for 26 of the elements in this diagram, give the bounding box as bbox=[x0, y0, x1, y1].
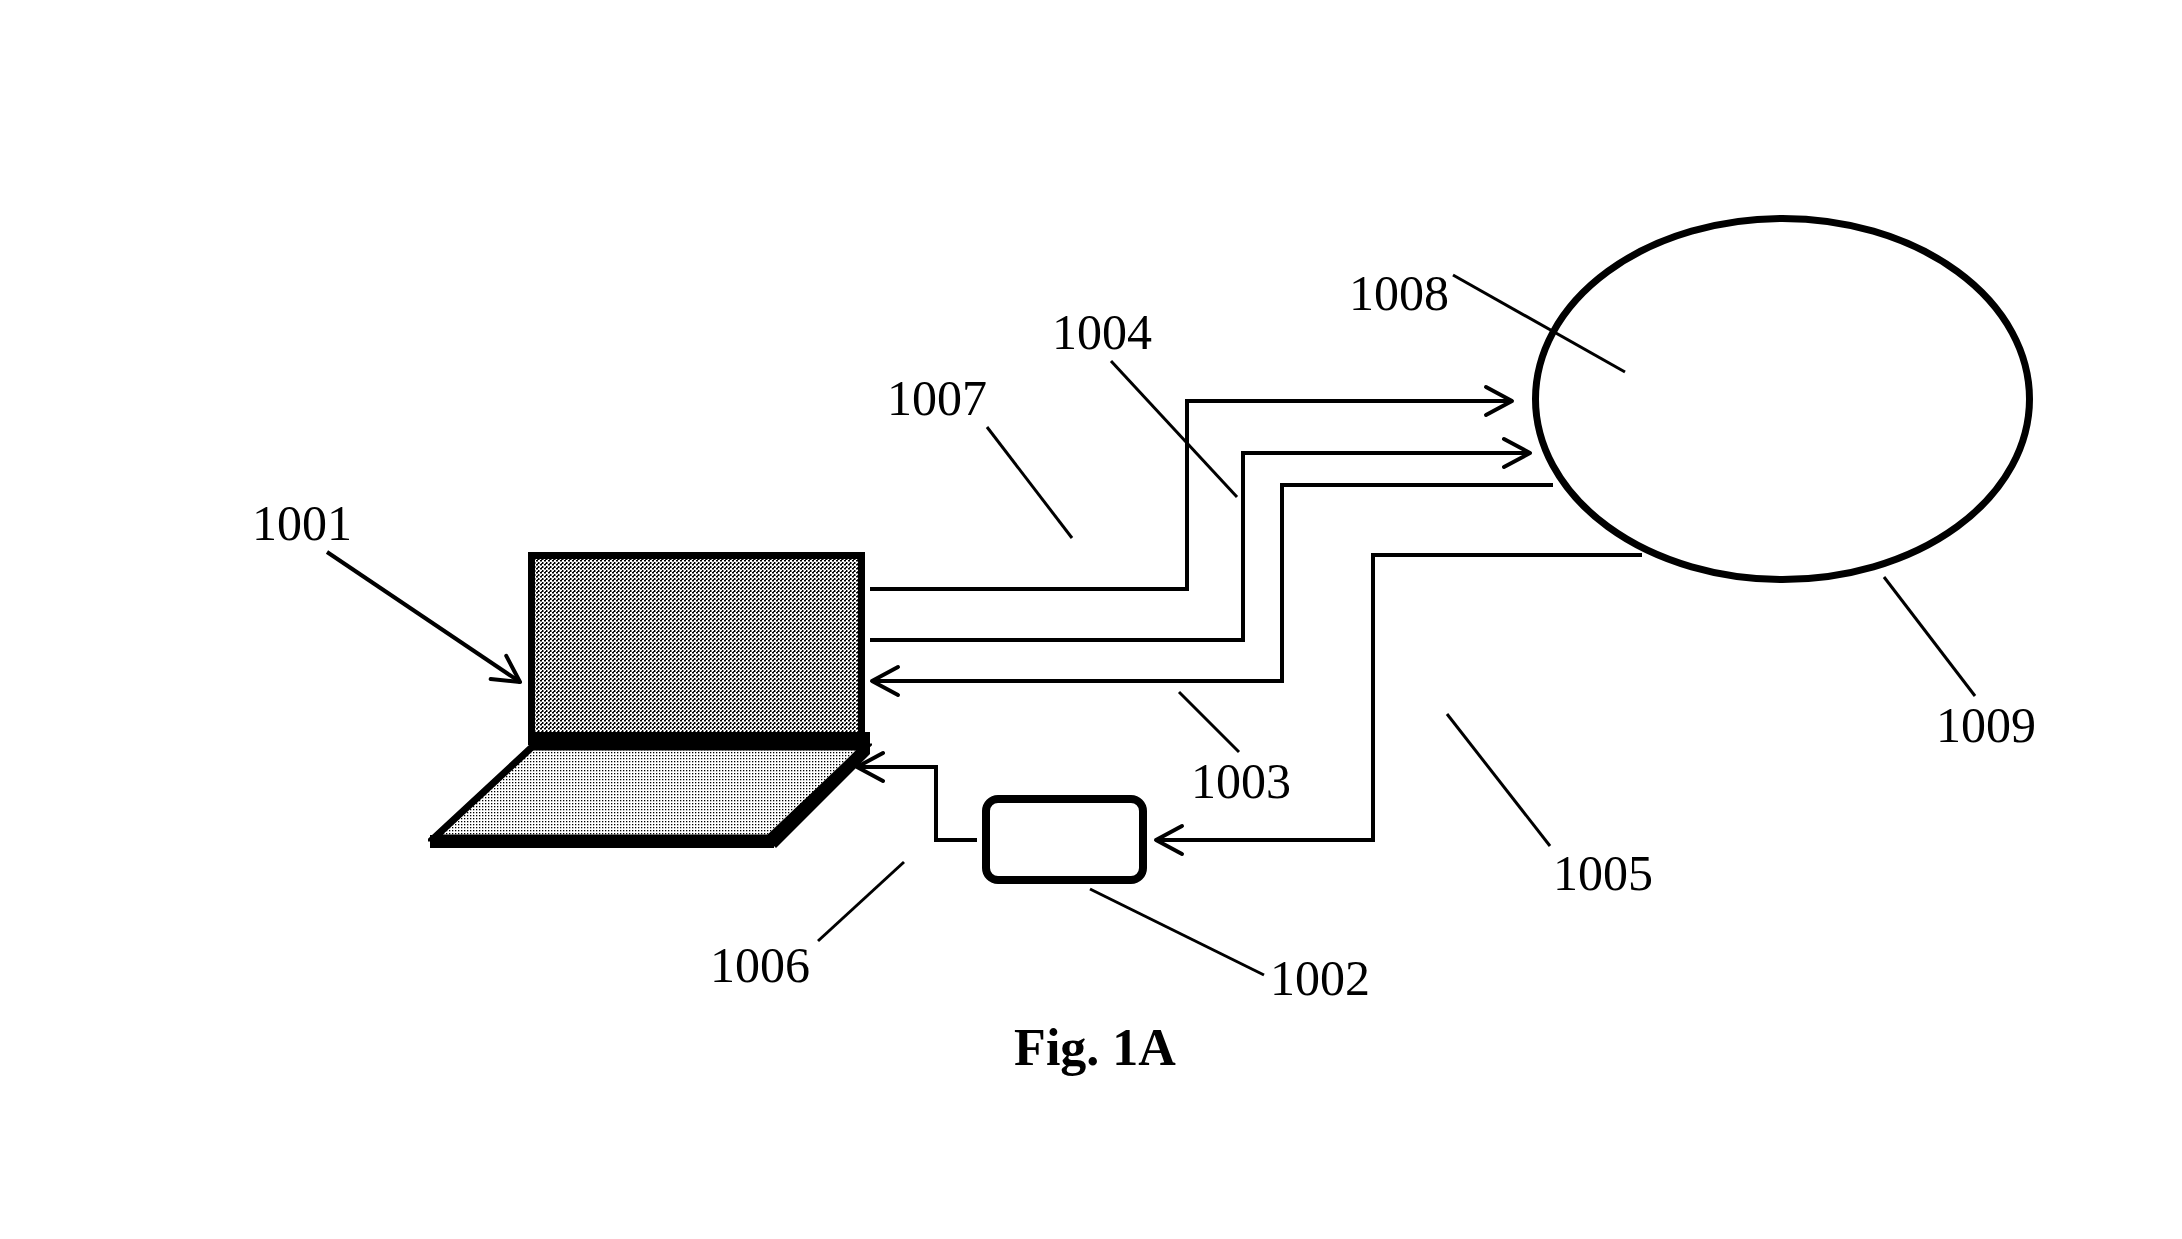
ellipse-outline bbox=[1532, 215, 2033, 583]
callout-number: 1003 bbox=[1191, 756, 1291, 806]
arrow bbox=[870, 437, 1532, 642]
callout-number: 1007 bbox=[887, 373, 987, 423]
callout-number: 1008 bbox=[1349, 268, 1449, 318]
arrow bbox=[855, 751, 977, 842]
callout-number: 1006 bbox=[710, 940, 810, 990]
leader-line bbox=[985, 426, 1074, 539]
arrow bbox=[870, 385, 1514, 591]
leader-line bbox=[1445, 713, 1552, 847]
figure-caption: Fig. 1A bbox=[1014, 1022, 1176, 1074]
rounded-rectangle bbox=[982, 795, 1147, 884]
callout-number: 1002 bbox=[1270, 953, 1370, 1003]
leader-line bbox=[1109, 360, 1239, 498]
arrow bbox=[870, 483, 1553, 697]
callout-number: 1004 bbox=[1052, 307, 1152, 357]
callout-number: 1001 bbox=[252, 498, 352, 548]
callout-number: 1009 bbox=[1936, 700, 2036, 750]
leader-line bbox=[1177, 690, 1241, 754]
leader-arrow bbox=[325, 550, 522, 684]
callout-number: 1005 bbox=[1553, 848, 1653, 898]
leader-line bbox=[1089, 887, 1265, 977]
arrow bbox=[1154, 553, 1642, 856]
leader-line bbox=[817, 860, 905, 943]
leader-line bbox=[1452, 273, 1626, 374]
leader-line bbox=[1882, 576, 1977, 697]
